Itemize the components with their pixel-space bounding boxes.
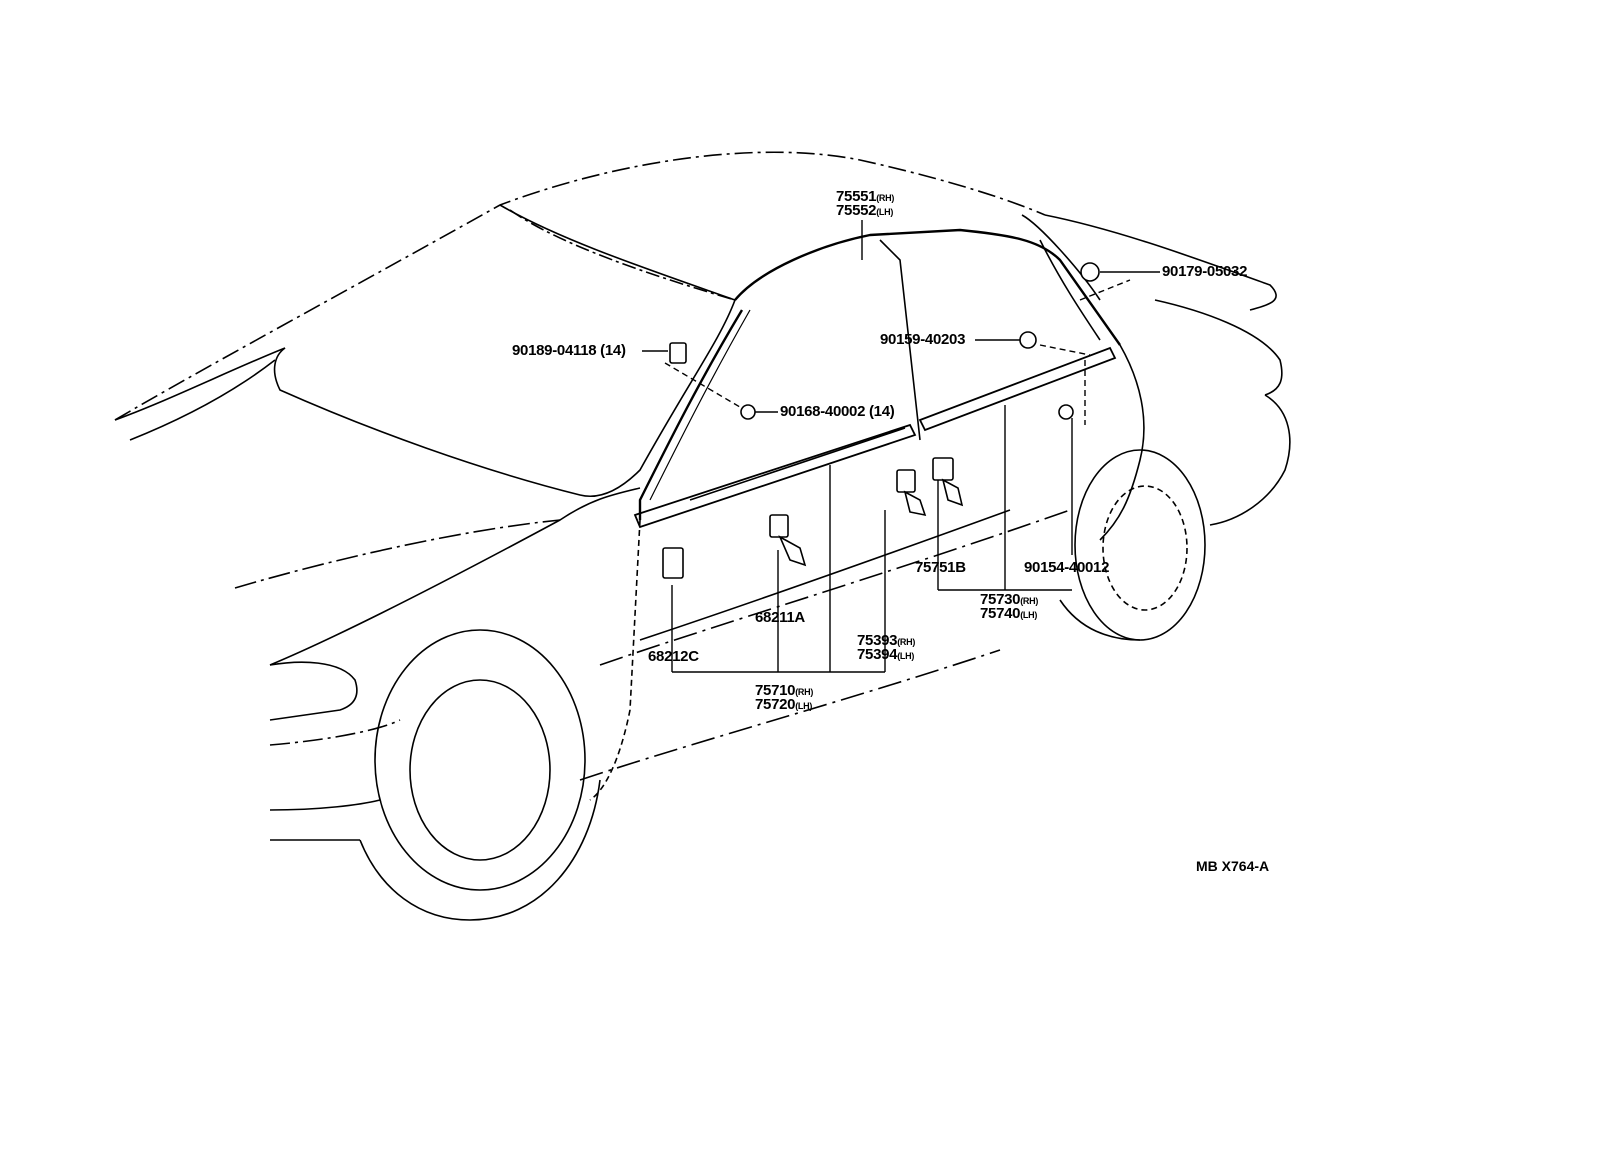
- part-label-75552: 75552(LH): [836, 202, 894, 219]
- part-label-75730: 75730(RH): [980, 591, 1039, 608]
- part-label-68211A: 68211A: [755, 609, 805, 626]
- part-number: 90159-40203: [880, 331, 966, 348]
- part-label-75551: 75551(RH): [836, 188, 895, 205]
- part-number: 75394: [857, 646, 898, 663]
- part-label-90168-40002: 90168-40002 (14): [780, 403, 895, 420]
- part-label-90154-40012: 90154-40012: [1024, 559, 1110, 576]
- part-label-90189-04118: 90189-04118 (14): [512, 342, 626, 359]
- part-number: 90168-40002 (14): [780, 403, 895, 420]
- part-number: 90179-05032: [1162, 263, 1248, 280]
- part-side-suffix: (RH): [897, 637, 916, 647]
- part-side-suffix: (LH): [1020, 610, 1038, 620]
- part-number: 75730: [980, 591, 1021, 608]
- part-label-75720: 75720(LH): [755, 696, 813, 713]
- part-label-68212C: 68212C: [648, 648, 699, 665]
- part-number: 75552: [836, 202, 877, 219]
- part-number: 75710: [755, 682, 796, 699]
- part-side-suffix: (LH): [876, 207, 894, 217]
- part-label-90159-40203: 90159-40203: [880, 331, 966, 348]
- part-side-suffix: (RH): [795, 687, 814, 697]
- part-label-75710: 75710(RH): [755, 682, 814, 699]
- part-number: 75393: [857, 632, 898, 649]
- part-number: 75751B: [915, 559, 966, 576]
- part-number: 68211A: [755, 609, 805, 626]
- part-label-75751B: 75751B: [915, 559, 966, 576]
- part-number: 75720: [755, 696, 796, 713]
- part-number: 90189-04118 (14): [512, 342, 626, 359]
- part-label-75394: 75394(LH): [857, 646, 915, 663]
- diagram-reference-code: MB X764-A: [1196, 858, 1270, 874]
- part-number: 90154-40012: [1024, 559, 1110, 576]
- part-number: 75551: [836, 188, 877, 205]
- part-number: 68212C: [648, 648, 699, 665]
- part-side-suffix: (LH): [795, 701, 813, 711]
- part-number: 75740: [980, 605, 1021, 622]
- part-side-suffix: (RH): [876, 193, 895, 203]
- part-label-75393: 75393(RH): [857, 632, 916, 649]
- part-side-suffix: (LH): [897, 651, 915, 661]
- part-side-suffix: (RH): [1020, 596, 1039, 606]
- part-label-75740: 75740(LH): [980, 605, 1038, 622]
- part-label-90179-05032: 90179-05032: [1162, 263, 1248, 280]
